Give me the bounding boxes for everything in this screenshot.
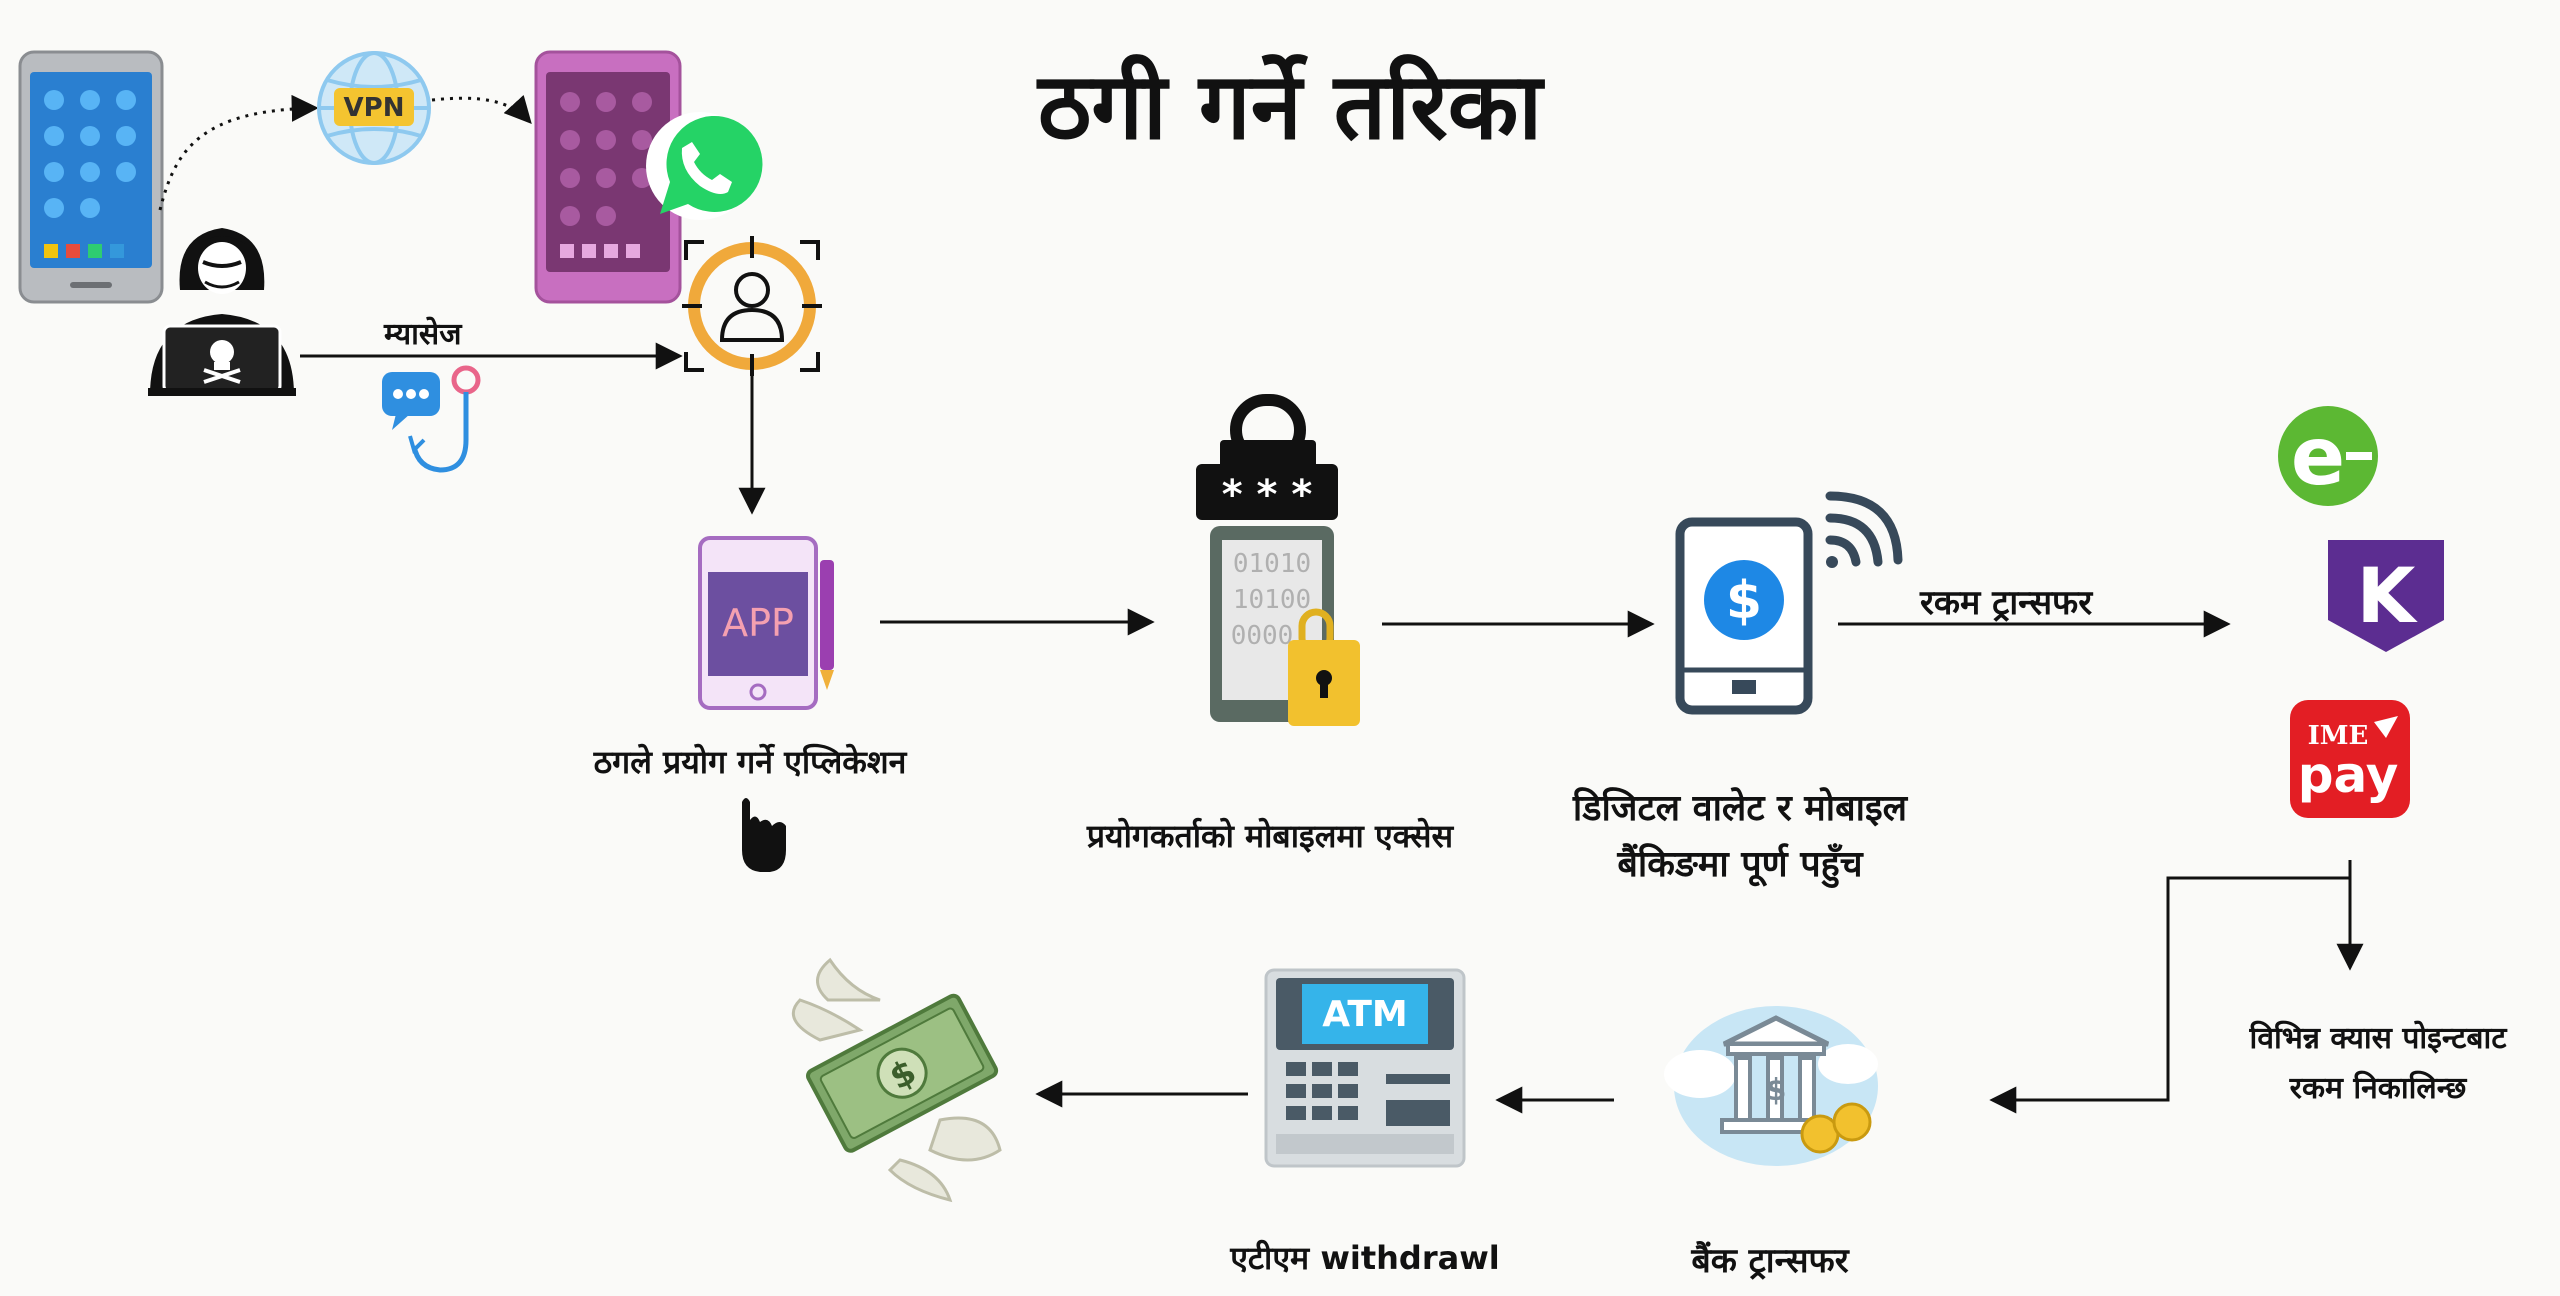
digital-wallet-icon: $ <box>1675 491 1903 715</box>
password-phone-icon: * * * 01010 10100 0000 <box>1196 394 1360 726</box>
label-amount-transfer: रकम ट्रान्सफर <box>1920 583 2093 623</box>
connector-ime-to-bank <box>1989 876 2350 1114</box>
phishing-message-icon <box>382 365 481 473</box>
label-wallet-line2: बैंकिङमा पूर्ण पहुँच <box>1617 844 1863 885</box>
app-label: APP <box>722 601 794 645</box>
label-cash-line2: रकम निकालिन्छ <box>2289 1071 2467 1106</box>
target-person-icon <box>682 236 822 376</box>
imepay-logo-icon: IME pay <box>2290 700 2410 818</box>
atm-machine-icon: ATM <box>1264 968 1466 1168</box>
pay-text: pay <box>2298 746 2399 804</box>
ime-text: IME <box>2308 721 2369 751</box>
binary-line-1: 01010 <box>1233 549 1311 579</box>
atm-label: ATM <box>1322 994 1407 1035</box>
label-cash-line1: विभिन्न क्यास पोइन्टबाट <box>2249 1021 2507 1056</box>
label-atm-withdraw: एटीएम withdrawl <box>1230 1239 1500 1277</box>
label-app-used: ठगले प्रयोग गर्ने एप्लिकेशन <box>593 743 907 781</box>
app-tablet-icon: APP <box>698 536 834 710</box>
password-stars: * * * <box>1222 472 1313 518</box>
label-wallet-line1: डिजिटल वालेट र मोबाइल <box>1572 788 1908 829</box>
bank-dollar: $ <box>1766 1073 1787 1108</box>
attacker-phone-icon <box>534 50 682 304</box>
label-message: म्यासेज <box>384 317 462 352</box>
label-mobile-access: प्रयोगकर्ताको मोबाइलमा एक्सेस <box>1086 817 1454 855</box>
whatsapp-icon <box>646 112 763 220</box>
esewa-logo-icon: e <box>2278 406 2378 506</box>
khalti-letter: K <box>2357 551 2419 640</box>
label-bank-transfer: बैंक ट्रान्सफर <box>1691 1241 1849 1281</box>
hand-cursor-icon <box>742 798 786 872</box>
bank-icon: $ <box>1664 1006 1878 1166</box>
victim-phone-icon <box>18 50 164 304</box>
khalti-logo-icon: K <box>2328 540 2444 652</box>
binary-line-2: 10100 <box>1233 585 1311 615</box>
wallet-dollar: $ <box>1726 571 1762 631</box>
vpn-globe-icon: VPN <box>317 51 431 165</box>
hacker-icon <box>148 228 296 396</box>
page-title: ठगी गर्ने तरिका <box>1037 53 1543 160</box>
binary-line-3: 0000 <box>1231 621 1294 651</box>
esewa-letter: e <box>2291 410 2345 503</box>
flying-money-icon: $ <box>791 957 1002 1203</box>
vpn-label: VPN <box>344 93 405 123</box>
